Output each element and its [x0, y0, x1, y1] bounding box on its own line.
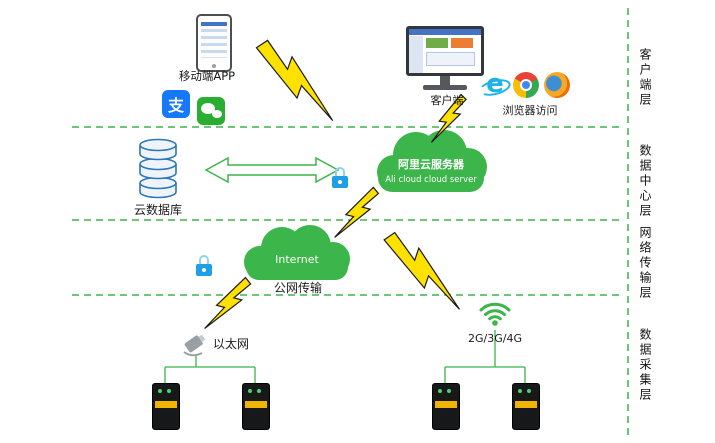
lock-shackle: [335, 167, 345, 177]
layer-label-data-center: 数据中心层: [638, 144, 652, 219]
alipay-glyph: 支: [167, 96, 184, 115]
public-network-label: 公网传输: [273, 281, 322, 295]
internet-cloud-shape: Internet: [244, 225, 350, 280]
lock-body: [196, 264, 212, 276]
lock-icon-internet: [196, 255, 212, 276]
alipay-icon: 支: [162, 90, 190, 118]
layer-label-acquisition: 数据采集层: [638, 328, 652, 403]
smartphone-screen: [201, 22, 227, 62]
lightning-bolt-internet-ethernet: [202, 272, 254, 338]
wifi-icon: [479, 302, 511, 326]
lightning-bolt-internet-cellular: [374, 227, 475, 314]
sync-double-arrow: [204, 156, 340, 184]
cloud-db-label: 云数据库: [133, 203, 182, 217]
smartphone-icon: [196, 14, 232, 72]
device-icon: [512, 383, 540, 430]
client-label: 客户端: [430, 94, 464, 107]
monitor-icon: [406, 26, 484, 76]
database-icon: [139, 138, 177, 199]
mobile-app-label: 移动端APP: [178, 69, 236, 83]
ali-cloud-shape: 阿里云服务器 Ali cloud cloud server: [377, 130, 487, 192]
ali-cloud-label-en: Ali cloud cloud server: [385, 175, 477, 185]
lock-icon-cloud: [332, 167, 348, 188]
ie-letter-e: e: [486, 69, 504, 99]
monitor-stand: [440, 76, 450, 85]
wechat-bubble-small: [212, 110, 222, 118]
firefox-browser-icon: [544, 72, 570, 98]
monitor-screen: [409, 29, 481, 73]
connector-tree-left: [164, 356, 256, 383]
layer-label-network: 网络传输层: [638, 226, 652, 301]
connector-tree-right: [444, 330, 526, 383]
monitor-base: [423, 85, 467, 90]
device-icon: [432, 383, 460, 430]
chrome-browser-icon: [513, 72, 539, 98]
wechat-bubble-large: [201, 103, 215, 114]
lightning-bolt-cloud-internet: [332, 182, 382, 246]
smartphone-home-button: [212, 64, 216, 68]
lock-body: [332, 176, 348, 188]
device-icon: [242, 383, 270, 430]
ie-browser-icon: e: [477, 69, 513, 99]
monitor-screen-panel-orange: [451, 38, 473, 48]
internet-label: Internet: [275, 253, 319, 266]
monitor-screen-header: [409, 29, 481, 35]
cellular-label: 2G/3G/4G: [468, 332, 522, 345]
lightning-bolt-phone-cloud: [246, 35, 349, 125]
monitor-screen-sidebar: [409, 36, 423, 73]
lock-shackle: [199, 255, 209, 265]
browser-access-label: 浏览器访问: [502, 104, 558, 117]
ethernet-label: 以太网: [212, 337, 249, 351]
monitor-screen-panel-chart: [426, 52, 475, 66]
ali-cloud-label-cn: 阿里云服务器: [398, 157, 465, 171]
wechat-icon: [197, 97, 225, 125]
ethernet-connector-icon: [183, 334, 206, 357]
device-icon: [152, 383, 180, 430]
layer-label-client: 客户端层: [638, 48, 652, 108]
monitor-screen-panel-green: [426, 38, 448, 48]
